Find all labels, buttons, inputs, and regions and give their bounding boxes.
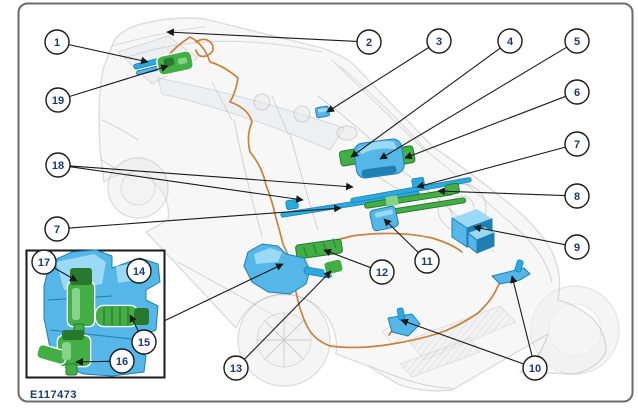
- callout-circle: [522, 355, 548, 381]
- callout-circle: [44, 29, 70, 55]
- leader-line: [473, 224, 566, 246]
- callout-number: 16: [116, 356, 128, 368]
- inset-detail-box: [25, 249, 166, 379]
- leader-line: [437, 187, 566, 197]
- callout-6: 6: [404, 79, 590, 160]
- callout-12: 12: [323, 248, 395, 285]
- leader-line: [379, 46, 567, 160]
- leader-line: [75, 358, 111, 366]
- callout-number: 19: [52, 95, 64, 107]
- hose-connector-icon: [315, 105, 330, 119]
- leader-line: [509, 275, 533, 357]
- callout-number: 9: [574, 242, 580, 254]
- callout-3: 3: [326, 28, 452, 113]
- leader-line: [323, 248, 371, 269]
- callout-number: 5: [574, 36, 580, 48]
- callout-18: 18: [45, 152, 354, 203]
- callout-7: 7: [416, 131, 590, 189]
- callout-circle: [497, 28, 523, 54]
- leader-line: [166, 28, 358, 42]
- leader-line: [129, 314, 139, 332]
- callout-number: 11: [421, 256, 433, 268]
- leader-line: [400, 318, 524, 365]
- callout-number: 12: [376, 267, 388, 279]
- callout-number: 14: [133, 266, 146, 278]
- leader-line: [68, 44, 149, 65]
- callout-13: 13: [223, 270, 332, 381]
- inset-link-line: [163, 263, 284, 322]
- callout-number: 7: [574, 139, 580, 151]
- inset-callout-14: 14: [126, 258, 152, 284]
- callout-circle: [45, 87, 71, 113]
- callout-number: 15: [138, 337, 150, 349]
- leader-line: [54, 267, 78, 282]
- leader-line: [68, 204, 342, 229]
- callout-4: 4: [350, 28, 523, 158]
- callout-number: 7: [54, 224, 60, 236]
- callout-8: 8: [437, 183, 590, 209]
- callout-number: 17: [38, 257, 50, 269]
- callout-7: 7: [44, 204, 342, 242]
- callout-number: 4: [507, 36, 514, 48]
- leader-line: [350, 47, 501, 158]
- callout-circle: [45, 152, 71, 178]
- leader-line: [69, 165, 354, 191]
- callout-11: 11: [383, 218, 440, 274]
- callout-circle: [564, 28, 590, 54]
- callout-circle: [564, 234, 590, 260]
- leader-line: [383, 218, 419, 253]
- callout-number: 2: [366, 37, 372, 49]
- callout-number: 10: [529, 363, 541, 375]
- callout-circle: [31, 249, 57, 275]
- washer-pump-icon: [66, 268, 96, 337]
- callout-circle: [564, 183, 590, 209]
- callout-9: 9: [473, 224, 590, 260]
- callout-circle: [109, 348, 135, 374]
- callout-number: 3: [436, 36, 442, 48]
- callout-number: 18: [52, 160, 64, 172]
- callout-circle: [223, 355, 249, 381]
- leader-line: [416, 146, 566, 189]
- callout-circle: [369, 259, 395, 285]
- leader-line: [69, 64, 169, 98]
- callout-1: 1: [44, 29, 149, 65]
- callout-circle: [426, 28, 452, 54]
- callout-circle: [414, 248, 440, 274]
- callout-circle: [131, 329, 157, 355]
- callout-circle: [44, 216, 70, 242]
- callout-circle: [564, 131, 590, 157]
- inset-callout-15: 15: [129, 314, 157, 355]
- figure-label: E117473: [30, 389, 77, 401]
- callout-number: 1: [54, 37, 60, 49]
- leader-line: [244, 270, 332, 360]
- inset-callout-16: 16: [75, 348, 135, 374]
- inset-callout-17: 17: [31, 249, 78, 282]
- callout-19: 19: [45, 64, 169, 113]
- leader-line: [326, 46, 430, 113]
- callout-circle: [564, 79, 590, 105]
- callout-5: 5: [379, 28, 590, 160]
- callout-2: 2: [166, 28, 382, 55]
- callout-number: 6: [574, 87, 580, 99]
- inset-reservoir-art: [36, 249, 161, 377]
- callout-circle: [356, 29, 382, 55]
- fluid-level-sensor-icon: [94, 304, 149, 328]
- callout-number: 8: [574, 191, 580, 203]
- leader-line: [404, 95, 566, 160]
- callout-circle: [126, 258, 152, 284]
- leader-line: [69, 166, 304, 203]
- figure-border: [17, 2, 634, 403]
- callout-10: 10: [400, 275, 548, 381]
- callout-number: 13: [230, 363, 242, 375]
- wiper-linkage-icon: [364, 182, 467, 216]
